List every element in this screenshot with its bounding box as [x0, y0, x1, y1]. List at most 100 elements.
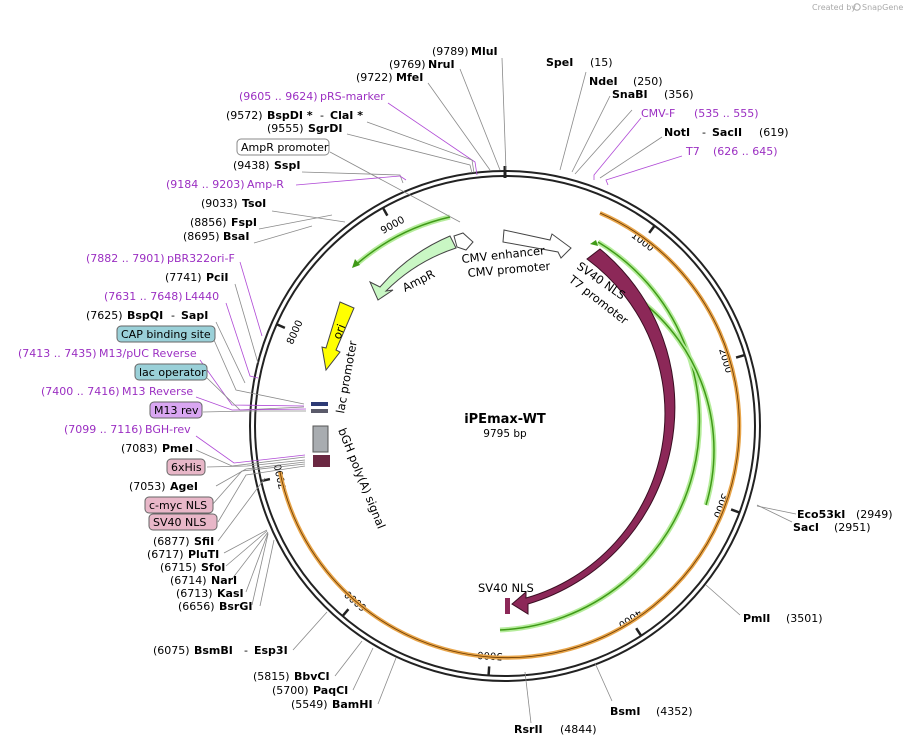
site-name-sacii: SacII	[712, 126, 742, 139]
site-name-ndei: NdeI	[589, 75, 618, 88]
site-pos-nari: (6714)	[170, 574, 207, 587]
orf-arc-orange-line	[279, 212, 740, 659]
primer-name-m13rev: M13 Reverse	[122, 385, 193, 398]
primer-name-pbr: pBR322ori-F	[167, 252, 235, 265]
primer-range-prs: (9605 .. 9624)	[239, 90, 318, 103]
site-pos-agei: (7053)	[129, 480, 166, 493]
lac-operator-mark	[311, 402, 328, 406]
cmv-promoter-arrow[interactable]	[502, 229, 572, 259]
site-pos-spei: (15)	[590, 56, 613, 69]
site-name-mfei: MfeI	[396, 71, 423, 84]
site-pos-sfoi: (6715)	[160, 561, 197, 574]
site-name-nari: NarI	[211, 574, 237, 587]
tick-label: 8000	[285, 319, 305, 347]
site-pos-bspqi: (7625)	[86, 309, 123, 322]
plasmid-size: 9795 bp	[483, 428, 527, 440]
site-name-eco53ki: Eco53kI	[797, 508, 845, 521]
site-pos-pluti: (6717)	[147, 548, 184, 561]
ampr-orf-arrow	[352, 259, 360, 268]
sv40-nls-bottom-label: SV40 NLS	[478, 581, 534, 595]
site-pos-saci: (2951)	[834, 521, 871, 534]
svg-text:-: -	[320, 109, 324, 122]
site-name-pluti: PluTI	[188, 548, 219, 561]
site-pos-pcii: (7741)	[165, 271, 202, 284]
primer-range-t7: (626 .. 645)	[713, 145, 778, 158]
ampr-promoter-arrow[interactable]	[453, 232, 474, 251]
feature-box-ampr-promoter[interactable]	[236, 138, 330, 156]
site-pos-pmei: (7083)	[121, 442, 158, 455]
site-pos-bsmbi: (6075)	[153, 644, 190, 657]
site-name-mlui: MluI	[471, 45, 498, 58]
site-name-bsai: BsaI	[223, 230, 249, 243]
site-labels: (9789) MluI (9769) NruI (9722) MfeI (960…	[18, 45, 893, 736]
orf-arc-green2	[639, 299, 715, 506]
site-pos-bsai: (8695)	[183, 230, 220, 243]
primer-range-bgh: (7099 .. 7116)	[64, 423, 143, 436]
site-name-sfoi: SfoI	[201, 561, 225, 574]
feature-box-cap[interactable]	[116, 325, 216, 343]
svg-text:-: -	[244, 644, 248, 657]
site-name-agei: AgeI	[170, 480, 198, 493]
feature-box-lac-operator-label: lac operator	[139, 366, 206, 379]
bgh-polya-box[interactable]	[312, 425, 329, 453]
site-name-saci: SacI	[793, 521, 819, 534]
credit-prefix: Created by	[812, 3, 856, 12]
site-name-clai: ClaI *	[330, 109, 363, 122]
snapgene-credit: Created by SnapGene	[812, 3, 903, 12]
site-name-pcii: PciI	[206, 271, 228, 284]
feature-box-lac-operator[interactable]	[134, 363, 208, 381]
site-name-noti: NotI	[664, 126, 690, 139]
site-pos-pmli: (3501)	[786, 612, 823, 625]
myc-his-mark	[313, 455, 330, 467]
site-name-rsrii: RsrII	[514, 723, 543, 736]
cas9-label: Cas9	[680, 420, 694, 450]
tick-mark	[276, 323, 286, 330]
primer-name-prs: pRS-marker	[320, 90, 385, 103]
feature-box-sv40-label: SV40 NLS	[153, 516, 206, 529]
site-pos-kasi: (6713)	[176, 587, 213, 600]
site-name-esp3i: Esp3I	[254, 644, 288, 657]
site-pos-bamhi: (5549)	[291, 698, 328, 711]
tick-mark	[341, 608, 350, 617]
site-name-kasi: KasI	[217, 587, 244, 600]
site-pos-rsrii: (4844)	[560, 723, 597, 736]
bgh-polya-label: bGH poly(A) signal	[335, 426, 388, 531]
feature-box-cmyc-label: c-myc NLS	[149, 499, 207, 512]
tick-mark	[735, 353, 746, 359]
site-pos-bspdi: (9572)	[226, 109, 263, 122]
primer-name-cmvf: CMV-F	[641, 107, 675, 120]
feature-box-sv40[interactable]	[148, 513, 218, 531]
primer-name-t7: T7	[685, 145, 700, 158]
site-name-pmli: PmlI	[743, 612, 770, 625]
site-pos-mlui: (9789)	[432, 45, 469, 58]
feature-box-cmyc[interactable]	[144, 496, 214, 514]
ampr-feature-arrow[interactable]	[368, 235, 457, 301]
tick-mark	[635, 627, 643, 637]
orf-arc-green-arrow	[590, 240, 598, 246]
feature-box-m13rev[interactable]	[149, 401, 203, 419]
ori-feature-arrow[interactable]	[321, 301, 355, 372]
feature-box-ampr-promoter-label: AmpR promoter	[241, 141, 329, 154]
tick-mark	[487, 666, 491, 676]
tick-mark	[730, 508, 740, 514]
primer-range-cmvf: (535 .. 555)	[694, 107, 759, 120]
site-pos-paqci: (5700)	[272, 684, 309, 697]
feature-box-6xhis[interactable]	[166, 458, 206, 476]
site-name-sgrdi: SgrDI	[308, 122, 342, 135]
site-name-bsrgi: BsrGI	[219, 600, 252, 613]
site-pos-sgrdi: (9555)	[267, 122, 304, 135]
plasmid-name: iPEmax-WT	[464, 412, 546, 427]
feature-box-cap-label: CAP binding site	[121, 328, 211, 341]
site-pos-noti: (619)	[759, 126, 789, 139]
site-pos-tsoi: (9033)	[201, 197, 238, 210]
cas9-feature-arrow[interactable]	[511, 248, 676, 615]
primer-name-l4440: L4440	[185, 290, 219, 303]
site-pos-bbvci: (5815)	[253, 670, 290, 683]
site-pos-bsrgi: (6656)	[178, 600, 215, 613]
site-name-sspi: SspI	[274, 159, 300, 172]
site-name-paqci: PaqCI	[313, 684, 348, 697]
site-name-sapi: SapI	[181, 309, 208, 322]
credit-brand: SnapGene	[862, 3, 903, 12]
ampr-orf-arc	[357, 216, 451, 264]
